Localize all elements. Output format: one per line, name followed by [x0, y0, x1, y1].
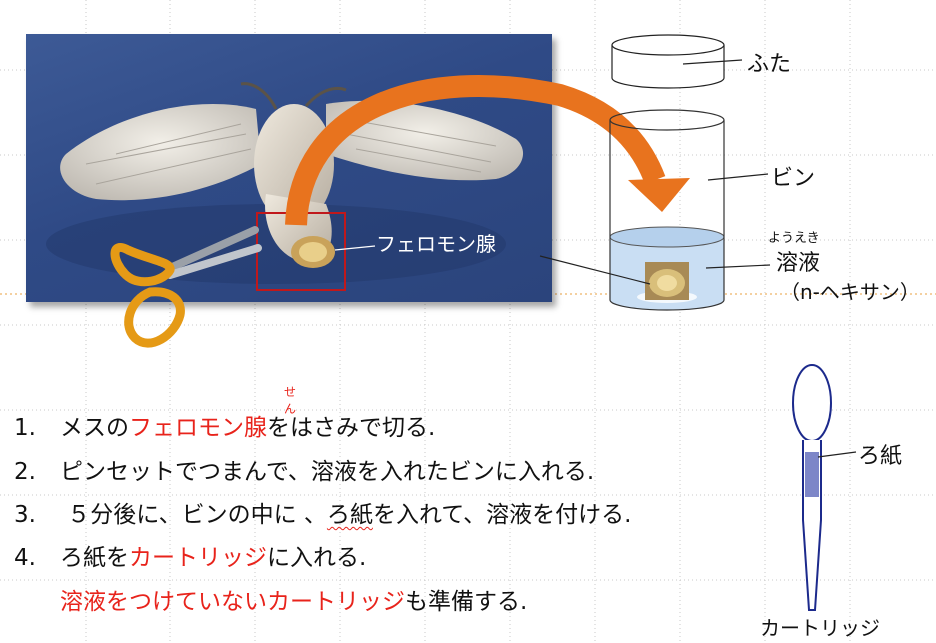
step-2: 2. ピンセットでつまんで、溶液を入れたビンに入れる.: [14, 452, 594, 486]
bottle-label: ビン: [771, 166, 816, 191]
step-number: 4.: [14, 545, 36, 571]
step-text: ピンセットでつまんで、溶液を入れたビンに入れる.: [60, 459, 595, 485]
step-number: 3.: [14, 502, 36, 528]
step-text-underlined: ろ紙: [326, 502, 373, 528]
glass-bottle: [609, 109, 725, 311]
step-number: 2.: [14, 459, 36, 485]
solution-label: 溶液: [776, 251, 821, 276]
step-text: メスの: [60, 415, 129, 441]
step-text: も準備する.: [405, 589, 528, 615]
solution-reading: ようえき: [768, 231, 820, 246]
step-1: 1. メスのフェロモン腺をはさみで切る.: [14, 408, 435, 442]
step-3: 3. ５分後に、ビンの中に 、ろ紙を入れて、溶液を付ける.: [14, 495, 631, 529]
transfer-arrow-head: [628, 178, 690, 212]
solvent-label: （n-ヘキサン）: [780, 280, 920, 304]
cartridge-drawing: [792, 364, 832, 611]
step-text-highlight: カートリッジ: [129, 545, 267, 571]
step-4: 4. ろ紙をカートリッジに入れる.: [14, 538, 366, 572]
filter-paper-label: ろ紙: [858, 444, 903, 469]
lid-label: ふた: [747, 52, 792, 77]
step-text: に入れる.: [267, 545, 367, 571]
step-number: 1.: [14, 415, 36, 441]
moth-illustration: [46, 82, 524, 284]
step-4-note: 溶液をつけていないカートリッジも準備する.: [60, 582, 527, 616]
step-text: をはさみで切る.: [267, 415, 436, 441]
bottle-lid: [611, 34, 725, 89]
step-text: を入れて、溶液を付ける.: [372, 502, 632, 528]
step-text: ろ紙を: [60, 545, 129, 571]
gland-reading: せん: [284, 385, 297, 416]
step-text-highlight: 溶液をつけていないカートリッジ: [60, 589, 405, 615]
cartridge-label: カートリッジ: [760, 616, 880, 640]
step-text: ５分後に、ビンの中に 、: [60, 502, 327, 528]
gland-label: フェロモン腺: [376, 232, 496, 256]
step-text-highlight: フェロモン腺: [129, 415, 267, 441]
transfer-arrow: [285, 74, 666, 226]
scissors-icon: [110, 226, 262, 348]
